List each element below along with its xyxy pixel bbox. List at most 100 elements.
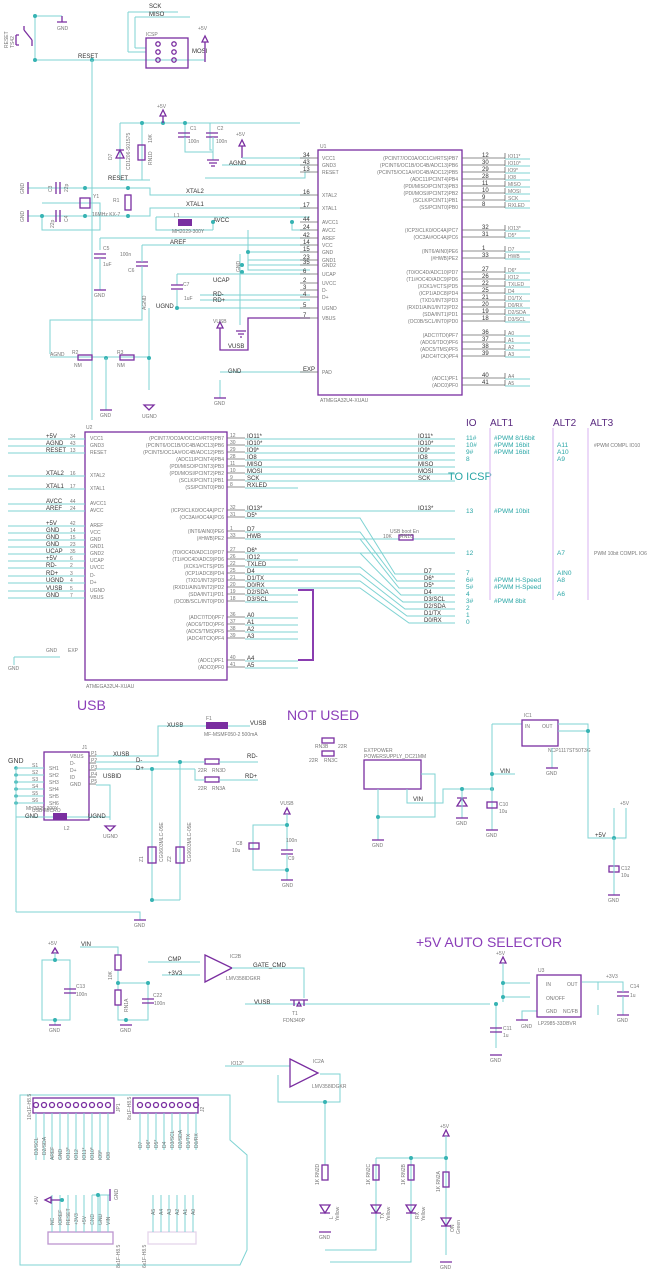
rn1b-resistor[interactable]: 10K bbox=[108, 954, 122, 980]
route-net-label: IO11* bbox=[418, 434, 434, 440]
crossover-wire bbox=[298, 573, 455, 610]
u1-pin-number: 34 bbox=[303, 153, 310, 159]
svg-text:10x1F-H8.5: 10x1F-H8.5 bbox=[27, 1094, 33, 1120]
u1-pin-func: (#HWB)PE2 bbox=[431, 256, 458, 262]
route-net-label: D6* bbox=[424, 576, 435, 582]
u2-pin-number: 1 bbox=[230, 526, 233, 532]
board-outline bbox=[19, 1094, 248, 1266]
svg-text:22R: 22R bbox=[338, 744, 348, 750]
u1-pin-number: 36 bbox=[482, 330, 489, 336]
f1-fuse[interactable]: F1 MF-MSMF050-2 500mA bbox=[204, 716, 258, 738]
r1-resistor[interactable]: R1 bbox=[113, 194, 132, 211]
r3-resistor[interactable]: R3 NM bbox=[117, 350, 135, 369]
rn1a-resistor[interactable]: RN1A bbox=[114, 989, 130, 1012]
auto-selector-section: +5V AUTO SELECTOR +5V C13 100n GND VIN 1… bbox=[41, 934, 639, 1064]
svg-text:GND: GND bbox=[20, 183, 26, 195]
u1-pin-number: 8 bbox=[482, 202, 486, 208]
header-j4[interactable] bbox=[147, 1231, 197, 1245]
svg-text:GND: GND bbox=[114, 1189, 120, 1201]
u2-routing: IO11*IO10*IO9*IO8MISOMOSISCKIO13*D7D6*D5… bbox=[298, 434, 455, 624]
svg-text:1uF: 1uF bbox=[184, 296, 193, 302]
u1-pin-number: 9 bbox=[482, 195, 486, 201]
rn3c-resistor[interactable]: 22R RN3C bbox=[309, 750, 338, 764]
l2-inductor[interactable]: L2 MH2029-300Y bbox=[26, 806, 70, 832]
c2-capacitor[interactable]: C2 100n bbox=[206, 126, 227, 145]
c4-capacitor[interactable]: C4 22p bbox=[50, 210, 70, 228]
d7-diode[interactable]: D7 CD1206-S01575 bbox=[108, 133, 132, 170]
usb-boot-en[interactable]: USB boot En 10K RN1C bbox=[383, 529, 419, 541]
header-pin bbox=[64, 1101, 72, 1109]
svg-text:100n: 100n bbox=[216, 139, 227, 145]
u2-pin-func: (PCINT5/OC1A/#OC4B/ADC12)PB5 bbox=[143, 450, 224, 456]
svg-text:+3V3: +3V3 bbox=[168, 971, 183, 977]
usb-pin-number: P1 bbox=[91, 751, 97, 757]
z2-tvs[interactable]: Z2 CG0603MLC-05E bbox=[167, 822, 193, 864]
sck-net-label: SCK bbox=[149, 4, 161, 10]
u2-pin-number: 29 bbox=[230, 447, 236, 453]
u2-net-label: GND bbox=[46, 535, 60, 541]
l1-inductor[interactable]: MH2029-300Y L1 bbox=[172, 213, 205, 235]
u2-pin-number: 12 bbox=[230, 433, 236, 439]
u1-net-label: D5* bbox=[508, 233, 516, 239]
c3-capacitor[interactable]: C3 22p bbox=[48, 182, 70, 194]
svg-text:10K: 10K bbox=[108, 970, 114, 980]
z1-tvs[interactable]: Z1 CG0603MLC-05E bbox=[139, 822, 165, 864]
y1-crystal[interactable]: Y1 16MHz KX-7 bbox=[79, 194, 121, 218]
c7-capacitor[interactable]: C7 1uF bbox=[171, 282, 193, 302]
u2-pin-number: 9 bbox=[230, 475, 233, 481]
led-color: Green bbox=[456, 1220, 462, 1234]
u1-pin-number: 28 bbox=[482, 174, 489, 180]
header-net-label: GND bbox=[90, 1214, 96, 1226]
u2-net-label: D4 bbox=[247, 569, 255, 575]
header-net-label: D3/SCL bbox=[170, 1130, 176, 1148]
header-pin bbox=[184, 1101, 192, 1109]
svg-text:OUT: OUT bbox=[567, 982, 578, 988]
reset-switch-label: RESET bbox=[4, 31, 10, 48]
ic2a-opamp[interactable]: IC2A LMV358IDGKR bbox=[289, 1057, 347, 1090]
u2-net-label: XTAL1 bbox=[46, 484, 65, 490]
t1-mosfet[interactable]: T1 FDN340P bbox=[283, 999, 308, 1024]
u3-ldo[interactable]: U3 IN ON/OFF GND OUT NC/FB LP2985-33DBVR bbox=[536, 968, 582, 1027]
u1-pin-func: (RXD1/AIN1/INT2)PD2 bbox=[407, 305, 458, 311]
reset-switch[interactable]: RESET TS42 bbox=[4, 26, 33, 48]
svg-text:C7: C7 bbox=[183, 282, 190, 288]
u1-pin-number: 30 bbox=[482, 160, 489, 166]
u2-pin-func: (PCINT6/OC1B/OC4B/ADC13)PB6 bbox=[146, 443, 224, 449]
io-number: 9# bbox=[466, 449, 474, 456]
u1-net-label: IO13* bbox=[508, 226, 521, 232]
svg-text:VIN: VIN bbox=[413, 797, 423, 803]
ic1-regulator[interactable]: IC1 IN OUT NCP1117ST50T3G bbox=[521, 713, 591, 754]
u1-pin-number: 33 bbox=[482, 253, 489, 259]
c10-capacitor[interactable]: C10 10u bbox=[486, 801, 508, 815]
u2-pin-number: 28 bbox=[230, 454, 236, 460]
c1-capacitor[interactable]: C1 100n bbox=[178, 126, 199, 145]
svg-text:RD+: RD+ bbox=[245, 774, 258, 780]
svg-text:VIN: VIN bbox=[500, 769, 510, 775]
c22-capacitor[interactable]: C22 100n bbox=[142, 993, 165, 1007]
r2-resistor[interactable]: R2 NM bbox=[72, 350, 93, 369]
ic2b-opamp[interactable]: IC2B LMV358IDGKR bbox=[204, 953, 261, 984]
u1-pin-number: 18 bbox=[482, 316, 489, 322]
u2-net-label: D6* bbox=[247, 548, 258, 554]
icsp-connector[interactable] bbox=[145, 37, 189, 69]
c8-capacitor[interactable]: C8 10u bbox=[232, 841, 260, 854]
rn3b-resistor[interactable]: RN3B 22R bbox=[315, 737, 348, 750]
svg-text:C1: C1 bbox=[190, 126, 197, 132]
u2-chip[interactable] bbox=[84, 431, 228, 681]
rn1d-resistor[interactable]: RN1D 10K bbox=[137, 133, 154, 165]
c11-capacitor[interactable]: C11 1u bbox=[490, 1026, 512, 1039]
alt2-function: A8 bbox=[557, 577, 565, 584]
u2-pin-func: (SDA/INT1)PD1 bbox=[188, 592, 224, 598]
svg-text:L2: L2 bbox=[64, 826, 70, 832]
header-j3[interactable] bbox=[47, 1231, 114, 1245]
header-net-label: VIN bbox=[106, 1216, 112, 1225]
c13-capacitor[interactable]: C13 100n bbox=[64, 984, 87, 998]
u1-net-label: TXLED bbox=[508, 282, 525, 288]
